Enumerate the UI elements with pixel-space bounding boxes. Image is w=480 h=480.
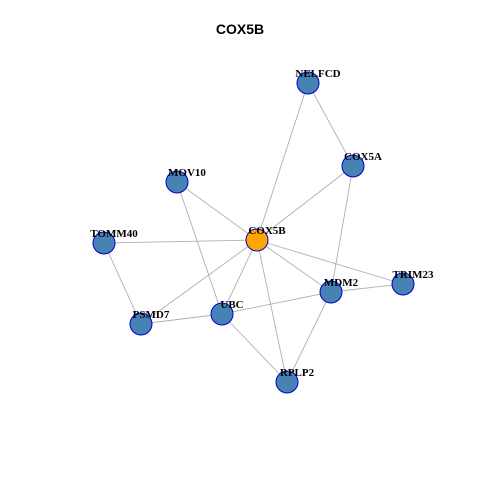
node-ubc (210, 302, 234, 326)
node-label-psmd7: PSMD7 (133, 309, 170, 321)
edge-mov10-ubc (176, 181, 223, 315)
edge-cox5b-trim23 (256, 239, 404, 285)
edge-cox5b-mov10 (176, 181, 258, 241)
edge-psmd7-ubc (140, 313, 223, 325)
node-label-cox5a: COX5A (344, 151, 382, 163)
node-label-trim23: TRIM23 (393, 269, 434, 281)
edge-cox5b-mdm2 (256, 239, 332, 293)
node-tomm40 (92, 231, 116, 255)
edge-cox5b-nelfcd (256, 82, 309, 241)
edge-nelfcd-cox5a (307, 82, 354, 167)
edge-cox5b-rplp2 (256, 239, 288, 383)
graph-title: COX5B (215, 21, 265, 37)
nodes-layer (92, 71, 415, 394)
node-nelfcd (296, 71, 320, 95)
node-label-mdm2: MDM2 (324, 277, 359, 289)
node-mov10 (165, 170, 189, 194)
labels-layer: COX5B NELFCD COX5A MOV10TOMM40TRIM23MDM2UBC… (90, 68, 434, 379)
node-trim23 (391, 272, 415, 296)
edge-cox5b-ubc (221, 239, 258, 315)
node-label-cox5b: COX5B (248, 225, 286, 237)
edge-ubc-rplp2 (221, 313, 288, 383)
edge-cox5b-tomm40 (103, 239, 258, 244)
edge-mdm2-rplp2 (286, 291, 332, 383)
node-psmd7 (129, 312, 153, 336)
edge-tomm40-psmd7 (103, 242, 142, 325)
edges-layer (103, 82, 404, 383)
node-rplp2 (275, 370, 299, 394)
edge-cox5b-psmd7 (140, 239, 258, 325)
node-label-rplp2: RPLP2 (280, 367, 315, 379)
node-label-ubc: UBC (220, 299, 243, 311)
edge-cox5b-cox5a (256, 165, 354, 241)
node-label-mov10: MOV10 (168, 167, 206, 179)
node-label-tomm40: TOMM40 (90, 228, 138, 240)
edge-cox5a-mdm2 (330, 165, 354, 293)
node-mdm2 (319, 280, 343, 304)
node-cox5b (245, 228, 269, 252)
edge-ubc-mdm2 (221, 291, 332, 315)
edge-mdm2-trim23 (330, 283, 404, 293)
node-cox5a (341, 154, 365, 178)
node-label-nelfcd: NELFCD (295, 68, 340, 80)
